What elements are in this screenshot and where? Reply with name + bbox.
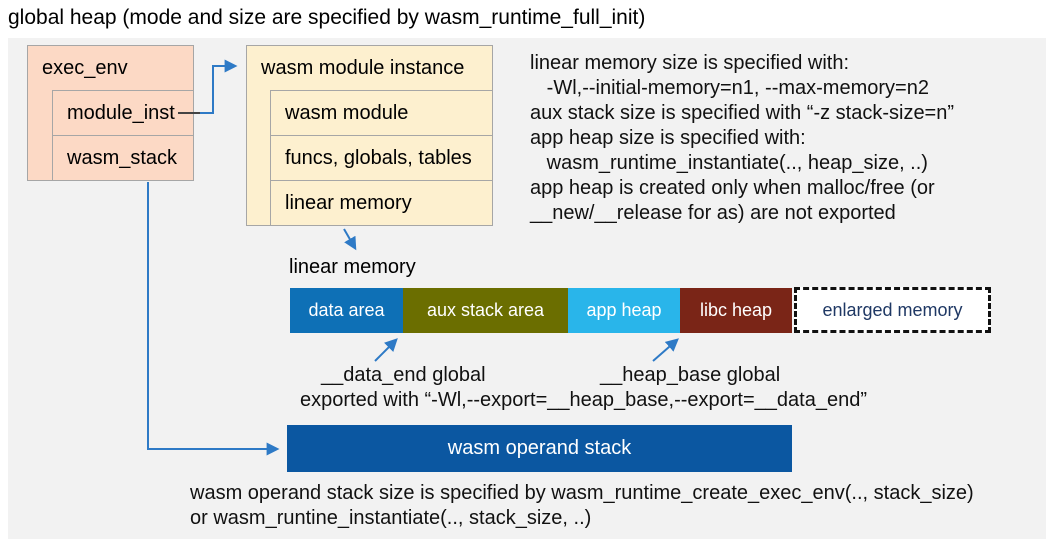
wasm-module-box: wasm module (270, 90, 493, 136)
note-line: linear memory size is specified with: (530, 52, 849, 74)
exec-env-header: exec_env (42, 57, 128, 79)
funcs-globals-tables-box: funcs, globals, tables (270, 135, 493, 181)
page-title: global heap (mode and size are specified… (8, 6, 646, 29)
segment-data-area: data area (290, 288, 403, 333)
segment-enlarged-memory: enlarged memory (794, 287, 991, 333)
memory-size-notes: linear memory size is specified with: -W… (530, 51, 954, 226)
note-line: __new/__release for as) are not exported (530, 202, 896, 224)
wasm-module-instance-header: wasm module instance (261, 57, 465, 79)
module-inst-box: module_inst (52, 90, 194, 136)
segment-libc-heap: libc heap (680, 288, 792, 333)
heap-base-global-label: __heap_base global (600, 364, 781, 386)
wasm-stack-box: wasm_stack (52, 135, 194, 181)
segment-aux-stack-area: aux stack area (403, 288, 568, 333)
note-line: wasm_runtime_instantiate(.., heap_size, … (530, 152, 928, 174)
linear-memory-label: linear memory (289, 256, 416, 278)
export-note: exported with “-Wl,--export=__heap_base,… (300, 389, 867, 411)
operand-stack-note: wasm operand stack size is specified by … (190, 482, 974, 504)
note-line: aux stack size is specified with “-z sta… (530, 102, 955, 124)
operand-stack-note: or wasm_runtine_instantiate(.., stack_si… (190, 507, 592, 529)
data-end-global-label: __data_end global (321, 364, 486, 386)
note-line: app heap is created only when malloc/fre… (530, 177, 935, 199)
note-line: -Wl,--initial-memory=n1, --max-memory=n2 (530, 77, 929, 99)
segment-app-heap: app heap (568, 288, 680, 333)
wasm-operand-stack-bar: wasm operand stack (287, 425, 792, 472)
note-line: app heap size is specified with: (530, 127, 806, 149)
linear-memory-box: linear memory (270, 180, 493, 226)
